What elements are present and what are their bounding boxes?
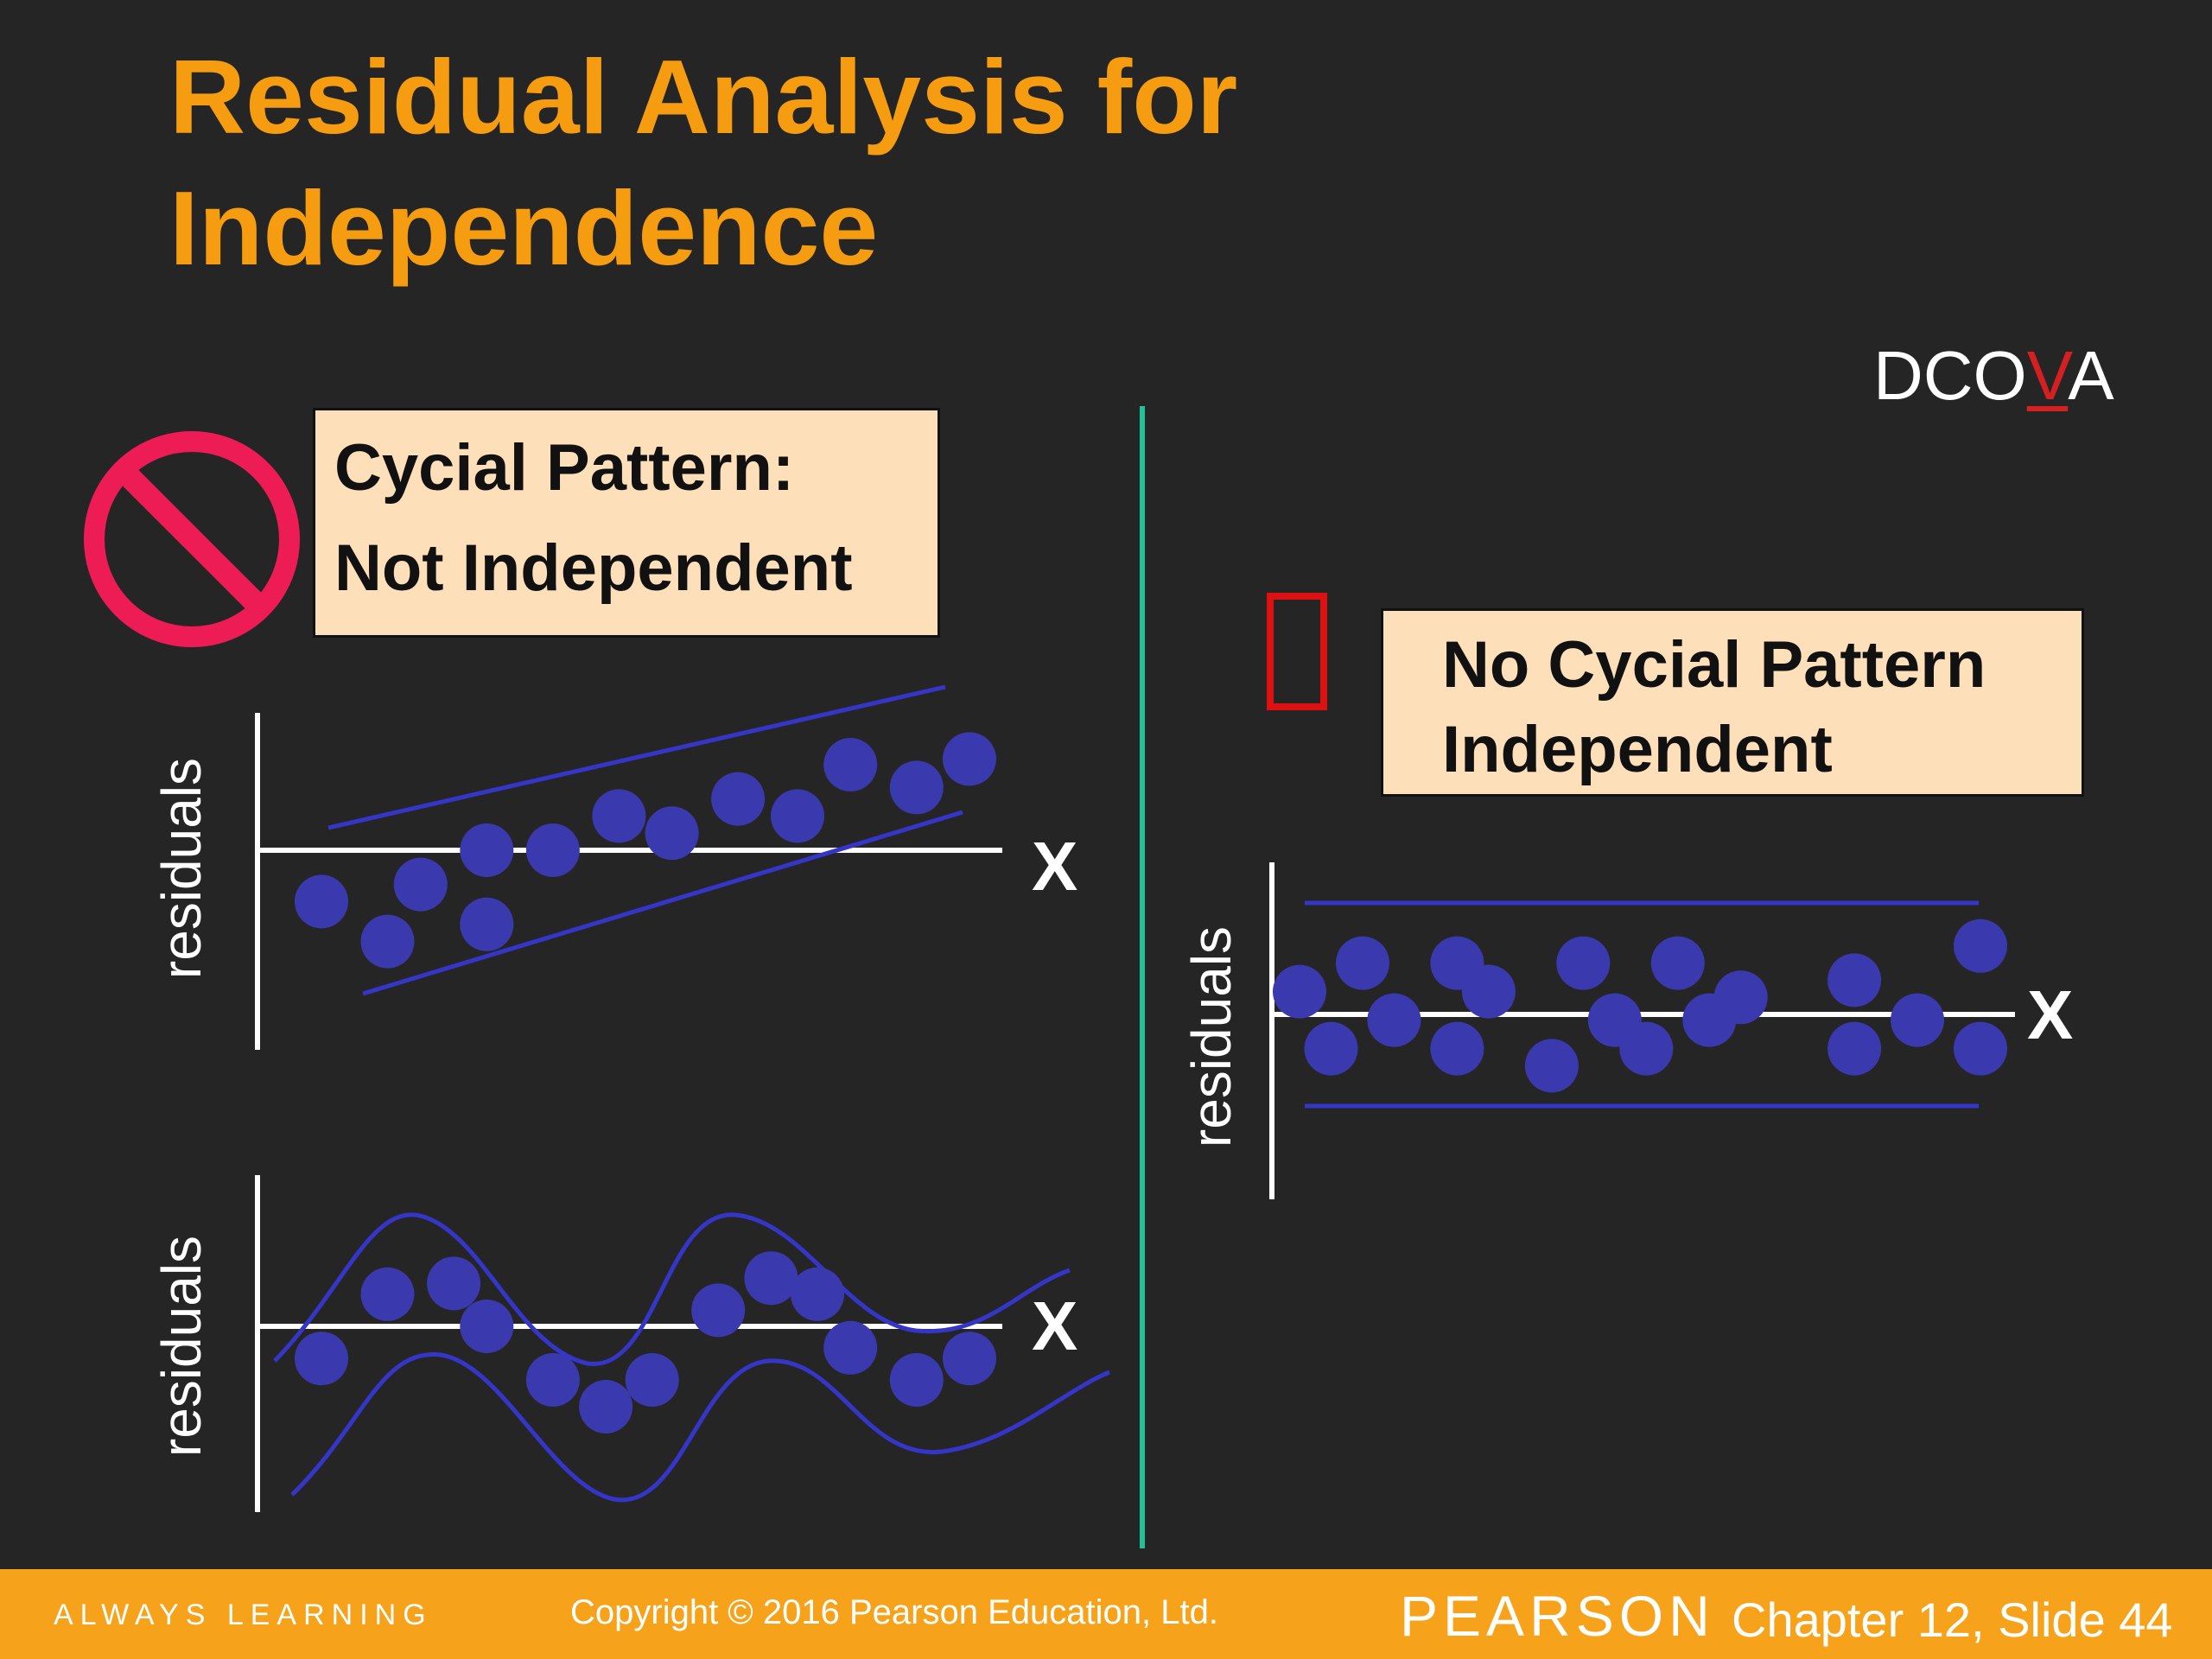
slide-title-line-2: Independence xyxy=(169,169,879,287)
data-point xyxy=(1556,936,1611,990)
data-point xyxy=(1273,964,1326,1019)
data-point xyxy=(360,1267,415,1321)
data-point xyxy=(525,823,580,877)
dcova-prefix: DCO xyxy=(1873,337,2027,414)
data-point xyxy=(460,1300,514,1353)
data-point xyxy=(1827,1021,1882,1076)
data-point xyxy=(1827,953,1882,1007)
data-point xyxy=(823,1320,878,1375)
data-point xyxy=(525,1353,580,1407)
data-point xyxy=(1524,1039,1579,1093)
data-point xyxy=(645,806,699,861)
data-point xyxy=(1304,1021,1358,1076)
data-point xyxy=(1891,993,1944,1047)
data-point xyxy=(943,732,996,786)
data-point xyxy=(771,789,824,843)
data-point xyxy=(791,1267,844,1321)
data-point xyxy=(1954,1021,2007,1076)
data-point xyxy=(393,857,448,912)
data-point xyxy=(711,772,766,826)
data-points xyxy=(295,732,996,969)
dcova-label: DCOVA xyxy=(1873,337,2114,415)
data-point xyxy=(1461,964,1516,1019)
y-axis-label: residuals xyxy=(150,1236,213,1457)
data-point xyxy=(691,1283,746,1338)
footer-bar: ALWAYS LEARNING Copyright © 2016 Pearson… xyxy=(0,1569,2212,1659)
footer-tagline: ALWAYS LEARNING xyxy=(54,1599,433,1631)
residual-plot-cyclical: residuals X xyxy=(150,1175,1110,1512)
slide-title: Residual Analysis for Independence xyxy=(169,31,1237,294)
left-label-line-2: Not Independent xyxy=(334,531,853,605)
data-point xyxy=(1336,936,1389,990)
x-axis-label: X xyxy=(1032,1287,1077,1364)
data-point xyxy=(889,760,944,815)
x-axis-label: X xyxy=(2027,976,2073,1053)
data-point xyxy=(460,823,514,877)
data-point xyxy=(295,874,348,929)
data-point xyxy=(744,1251,798,1306)
band-upper-line xyxy=(327,684,946,830)
data-point xyxy=(1954,918,2007,973)
data-point xyxy=(1713,970,1768,1025)
dcova-suffix: A xyxy=(2068,337,2114,414)
data-point xyxy=(889,1353,944,1407)
left-label-line-1: Cycial Pattern: xyxy=(334,431,795,505)
data-point xyxy=(427,1256,481,1311)
data-point xyxy=(1367,993,1421,1047)
data-point xyxy=(579,1380,633,1433)
data-point xyxy=(943,1332,996,1386)
data-point xyxy=(295,1332,348,1386)
data-point xyxy=(823,738,878,791)
right-label-line-2: Independent xyxy=(1442,713,1833,786)
data-point xyxy=(460,897,514,951)
data-point xyxy=(360,914,415,969)
y-axis-label: residuals xyxy=(1180,926,1243,1147)
footer-brand: PEARSON xyxy=(1400,1584,1715,1648)
dcova-highlight: V xyxy=(2026,337,2069,414)
data-points xyxy=(295,1251,996,1433)
data-point xyxy=(592,789,646,843)
data-point xyxy=(1650,936,1705,990)
residual-plot-random: residuals X xyxy=(1180,862,2073,1199)
left-panel-label: Cycial Pattern: Not Independent xyxy=(313,408,940,638)
data-point xyxy=(1430,1021,1484,1076)
residual-plot-linear: residuals X xyxy=(150,684,1077,1050)
checkbox-icon xyxy=(1267,593,1327,710)
data-point xyxy=(625,1353,679,1407)
right-panel-label: No Cycial Pattern Independent xyxy=(1381,608,2084,797)
band-upper-curve xyxy=(273,1212,1071,1366)
slide-title-line-1: Residual Analysis for xyxy=(169,38,1238,156)
y-axis-label: residuals xyxy=(150,758,213,979)
band-lower-curve xyxy=(290,1352,1110,1503)
data-point xyxy=(1619,1021,1674,1076)
footer-slide-ref: Chapter 12, Slide 44 xyxy=(1732,1592,2173,1647)
band-lower-line xyxy=(362,810,963,996)
data-points xyxy=(1273,918,2007,1093)
footer-copyright: Copyright © 2016 Pearson Education, Ltd. xyxy=(570,1593,1218,1631)
x-axis-label: X xyxy=(1032,828,1077,905)
right-label-line-1: No Cycial Pattern xyxy=(1442,628,1986,702)
no-entry-icon xyxy=(84,431,300,647)
